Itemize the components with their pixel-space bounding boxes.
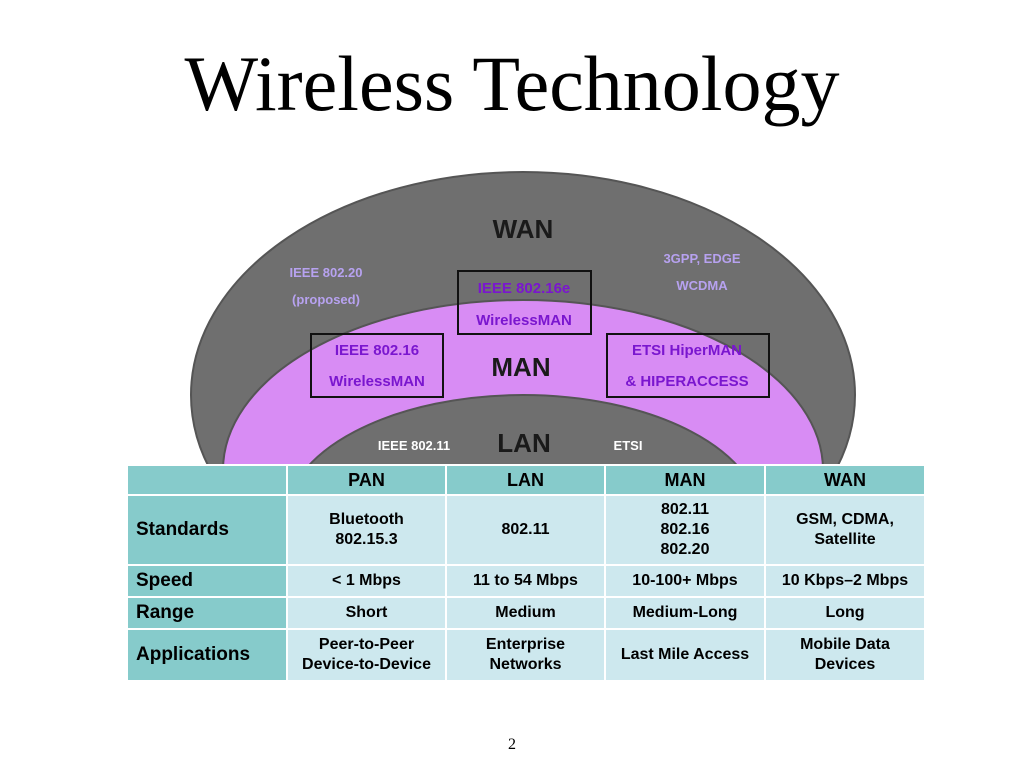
wan-right-note-line1: 3GPP, EDGE <box>663 251 740 266</box>
cell-text: Bluetooth <box>329 511 404 528</box>
cell-range-wan: Long <box>764 596 926 630</box>
row-label-standards: Standards <box>126 494 288 566</box>
page-number: 2 <box>508 736 516 753</box>
cell-text: Long <box>825 604 865 621</box>
table-row-range: Range Short Medium Medium-Long Long <box>126 596 926 630</box>
cell-text: Devices <box>814 656 876 673</box>
column-header-lan: LAN <box>445 464 606 496</box>
cell-text: 11 to 54 Mbps <box>473 572 578 589</box>
cell-text: 802.15.3 <box>335 531 398 548</box>
cell-text: Networks <box>489 656 562 673</box>
cell-speed-lan: 11 to 54 Mbps <box>445 564 606 598</box>
row-label-speed: Speed <box>126 564 288 598</box>
cell-text: 802.16 <box>660 521 710 538</box>
ieee-80216e-line1: IEEE 802.16e <box>478 280 571 297</box>
cell-standards-man: 802.11 802.16 802.20 <box>604 494 766 566</box>
table-row-standards: Standards Bluetooth 802.15.3 802.11 802.… <box>126 494 926 566</box>
man-label: MAN <box>491 352 550 382</box>
cell-speed-wan: 10 Kbps–2 Mbps <box>764 564 926 598</box>
cell-applications-lan: Enterprise Networks <box>445 628 606 682</box>
table-row-applications: Applications Peer-to-Peer Device-to-Devi… <box>126 628 926 682</box>
cell-text: 10-100+ Mbps <box>632 572 738 589</box>
table-header-row: PAN LAN MAN WAN <box>126 464 926 496</box>
wan-right-note-line2: WCDMA <box>676 278 728 293</box>
cell-text: 802.11 <box>660 501 710 518</box>
cell-text: Last Mile Access <box>620 646 750 663</box>
column-header-wan: WAN <box>764 464 926 496</box>
cell-text: GSM, CDMA, <box>796 511 894 528</box>
row-label-range: Range <box>126 596 288 630</box>
cell-applications-pan: Peer-to-Peer Device-to-Device <box>286 628 447 682</box>
cell-text: Satellite <box>814 531 876 548</box>
cell-text: Peer-to-Peer <box>318 636 415 653</box>
cell-standards-lan: 802.11 <box>445 494 606 566</box>
cell-text: 802.20 <box>660 541 710 558</box>
cell-range-pan: Short <box>286 596 447 630</box>
table-row-speed: Speed < 1 Mbps 11 to 54 Mbps 10-100+ Mbp… <box>126 564 926 598</box>
column-header-pan: PAN <box>286 464 447 496</box>
ieee-80216-line2: WirelessMAN <box>329 373 425 390</box>
cell-text: Medium <box>495 604 556 621</box>
cell-text: Device-to-Device <box>302 656 431 673</box>
table-corner-cell <box>126 464 288 496</box>
ieee-80216e-line2: WirelessMAN <box>476 312 572 329</box>
lan-left-note: IEEE 802.11 <box>378 438 450 453</box>
column-header-man: MAN <box>604 464 766 496</box>
cell-standards-wan: GSM, CDMA, Satellite <box>764 494 926 566</box>
etsi-hiperman-line2: & HIPERACCESS <box>625 373 748 390</box>
cell-applications-man: Last Mile Access <box>604 628 766 682</box>
cell-text: Mobile Data <box>800 636 890 653</box>
ieee-80216-line1: IEEE 802.16 <box>335 342 419 359</box>
ieee-80216e-box <box>457 270 592 335</box>
wireless-comparison-table: PAN LAN MAN WAN Standards Bluetooth 802.… <box>126 464 926 682</box>
cell-standards-pan: Bluetooth 802.15.3 <box>286 494 447 566</box>
cell-text: 10 Kbps–2 Mbps <box>781 572 909 589</box>
wan-left-note-line1: IEEE 802.20 <box>290 265 363 280</box>
cell-text: < 1 Mbps <box>332 572 401 589</box>
row-label-applications: Applications <box>126 628 288 682</box>
cell-applications-wan: Mobile Data Devices <box>764 628 926 682</box>
cell-text: 802.11 <box>501 521 550 538</box>
cell-text: Short <box>345 604 388 621</box>
cell-text: Medium-Long <box>632 604 738 621</box>
cell-speed-pan: < 1 Mbps <box>286 564 447 598</box>
slide-title: Wireless Technology <box>184 40 840 127</box>
ieee-80216-box <box>310 333 444 398</box>
cell-speed-man: 10-100+ Mbps <box>604 564 766 598</box>
cell-range-man: Medium-Long <box>604 596 766 630</box>
cell-text: Enterprise <box>485 636 566 653</box>
etsi-hiperman-box <box>606 333 770 398</box>
lan-label: LAN <box>497 428 550 458</box>
wan-left-note-line2: (proposed) <box>292 292 360 307</box>
cell-range-lan: Medium <box>445 596 606 630</box>
etsi-hiperman-line1: ETSI HiperMAN <box>632 342 742 359</box>
wan-label: WAN <box>493 214 554 244</box>
lan-right-note: ETSI <box>614 438 643 453</box>
